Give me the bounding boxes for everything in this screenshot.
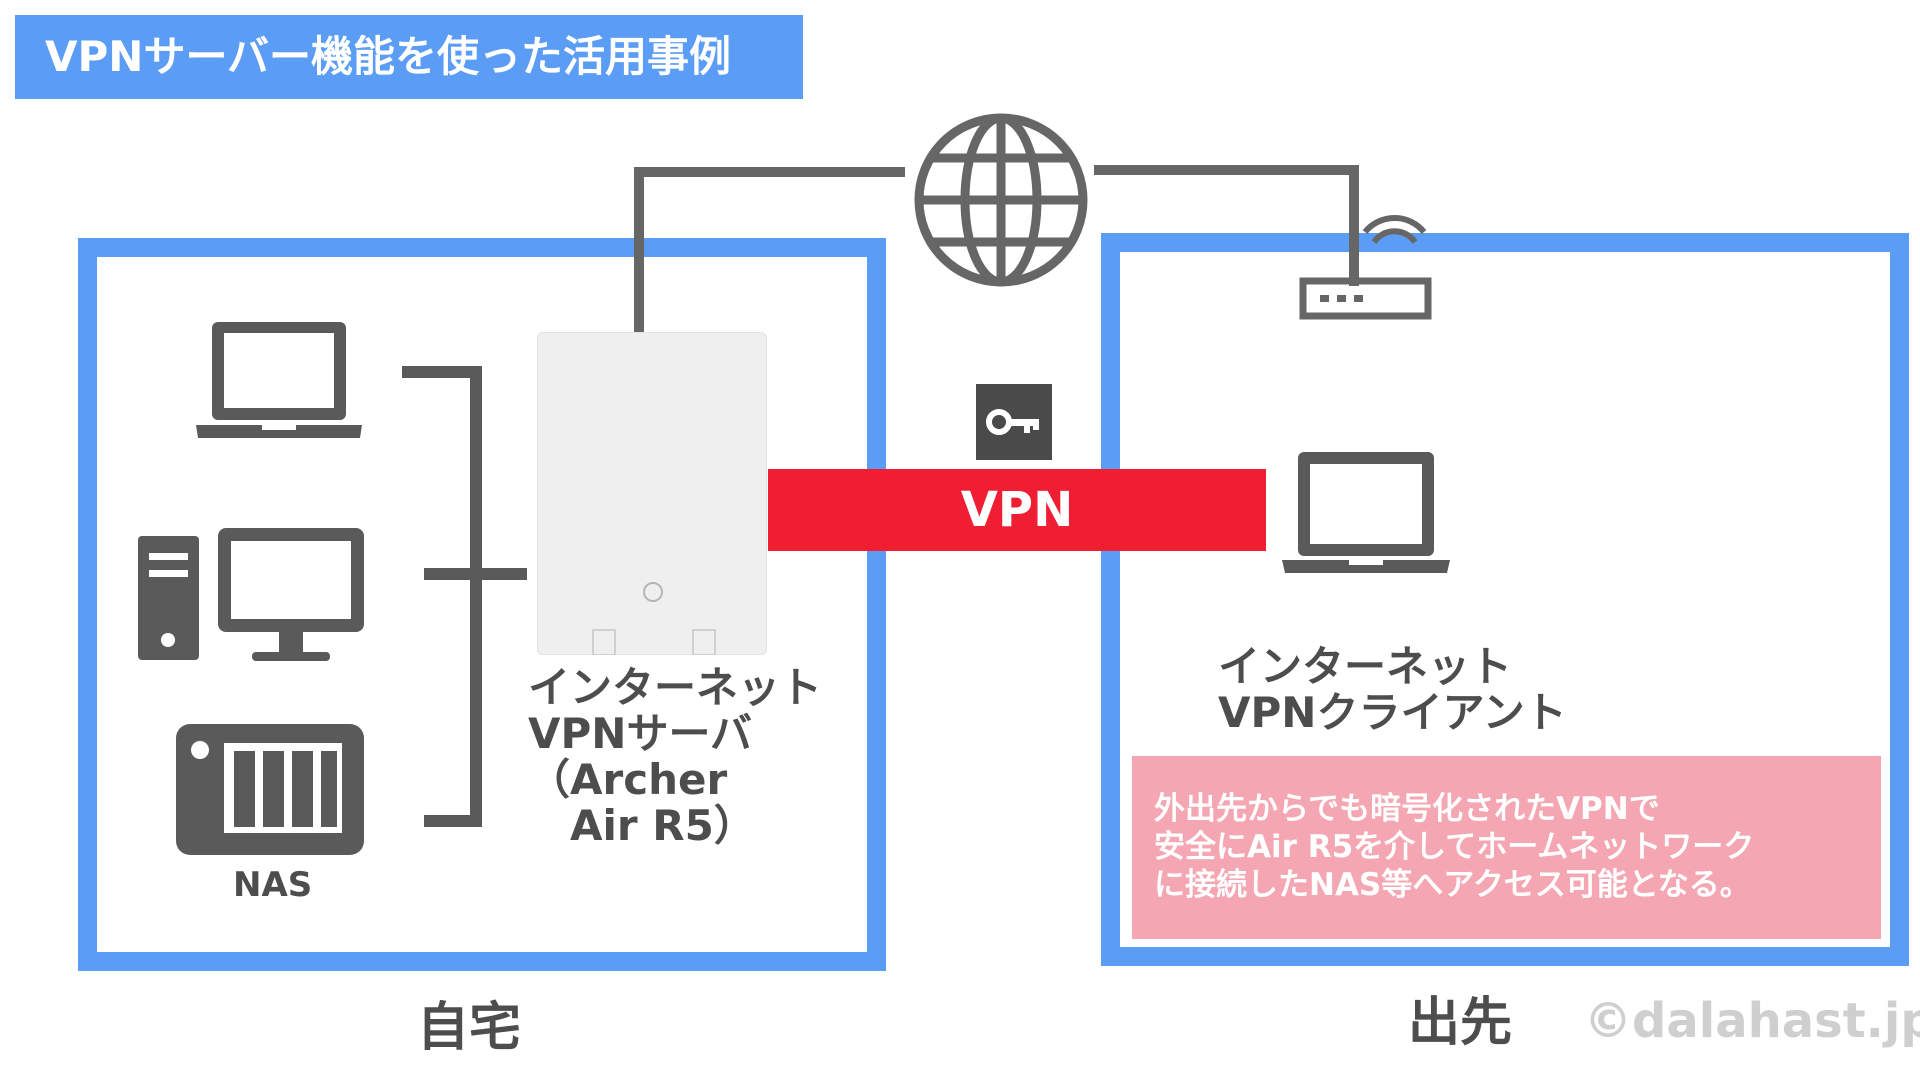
home-lan-bracket xyxy=(402,366,527,827)
vpn-server-label: インターネット VPNサーバ （Archer Air R5） xyxy=(528,665,822,849)
nas-label: NAS xyxy=(233,865,313,905)
vpn-client-label-line: インターネット xyxy=(1218,642,1513,691)
note-line: 外出先からでも暗号化されたVPNで xyxy=(1154,791,1660,827)
vpn-client-label-line: VPNクライアント xyxy=(1218,688,1567,737)
copyright-text: ©dalahast.jp xyxy=(1584,993,1920,1049)
desktop-icon xyxy=(138,528,364,661)
vpn-server-label-line: VPNサーバ xyxy=(528,709,753,758)
internet-to-remote-router-line xyxy=(1094,165,1359,286)
vpn-tunnel: VPN xyxy=(768,469,1266,551)
note-line: 安全にAir R5を介してホームネットワーク xyxy=(1154,829,1755,865)
router-to-internet-line xyxy=(634,167,905,333)
router-details xyxy=(592,582,716,655)
key-badge xyxy=(976,384,1052,460)
laptop-icon xyxy=(196,322,362,438)
away-zone-label: 出先 xyxy=(1408,993,1513,1053)
key-icon xyxy=(986,409,1039,435)
vpn-server-label-line: Air R5） xyxy=(528,801,756,850)
remote-laptop-icon xyxy=(1282,452,1450,573)
vpn-server-router xyxy=(537,332,767,655)
note-line: に接続したNAS等へアクセス可能となる。 xyxy=(1154,867,1751,903)
home-zone-label: 自宅 xyxy=(417,998,522,1058)
vpn-client-label: インターネット VPNクライアント xyxy=(1218,644,1567,736)
nas-icon xyxy=(176,724,364,855)
vpn-server-label-line: インターネット xyxy=(528,663,823,712)
page-title: VPNサーバー機能を使った活用事例 xyxy=(15,15,803,99)
globe-icon xyxy=(914,113,1088,287)
wifi-router-icon xyxy=(1299,214,1432,320)
router-logo-icon xyxy=(643,582,663,602)
vpn-server-label-line: （Archer xyxy=(528,755,728,804)
description-note: 外出先からでも暗号化されたVPNで 安全にAir R5を介してホームネットワーク… xyxy=(1132,756,1881,939)
